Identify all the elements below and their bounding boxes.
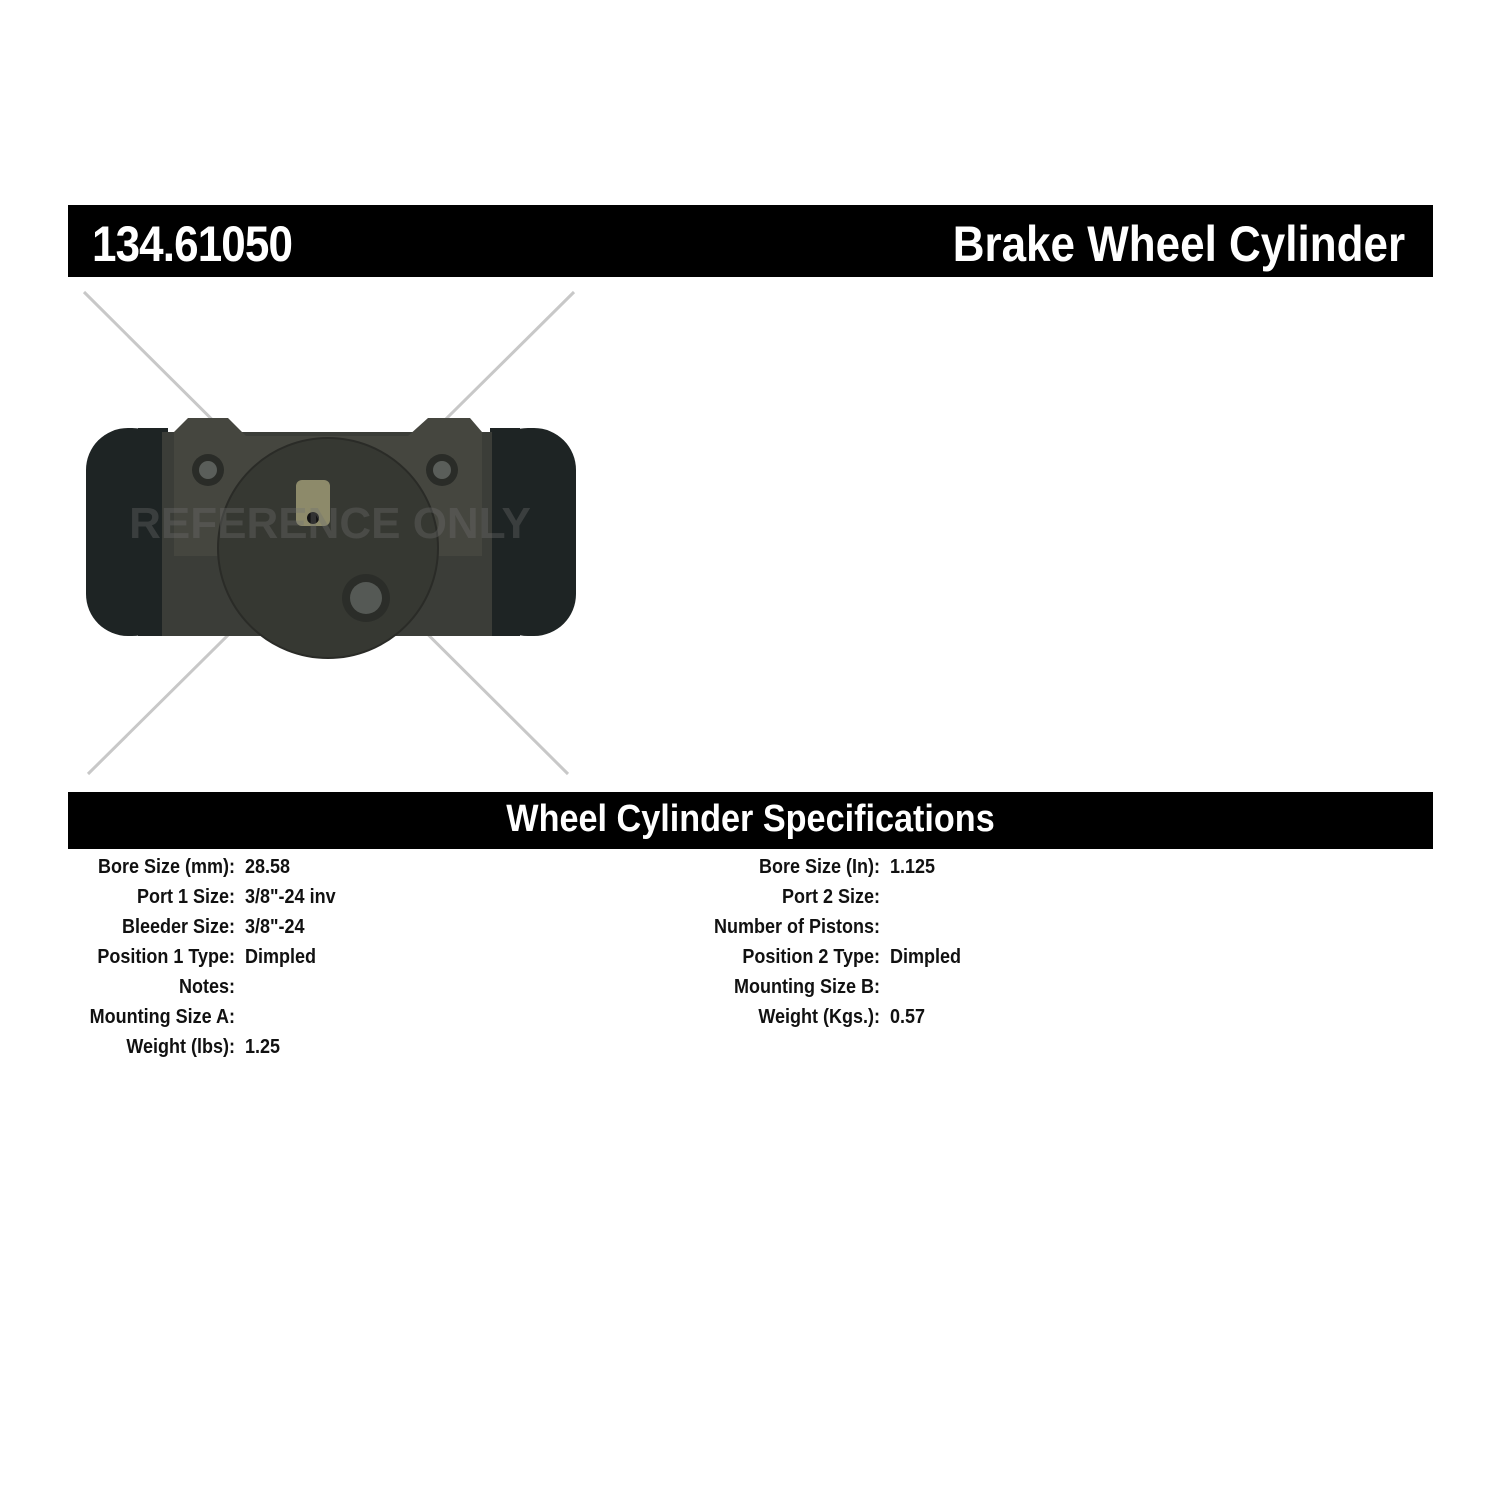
specs-title: Wheel Cylinder Specifications (506, 798, 995, 840)
spec-value: 1.125 (890, 855, 936, 878)
specs-header-bar: Wheel Cylinder Specifications (68, 792, 1433, 849)
spec-label: Position 2 Type: (742, 945, 880, 968)
spec-row-bleeder-size: Bleeder Size: 3/8"-24 (40, 912, 346, 942)
spec-row-weight-kgs: Weight (Kgs.): 0.57 (640, 1002, 969, 1032)
spec-label: Weight (lbs): (126, 1035, 235, 1058)
spec-value: 3/8"-24 (245, 915, 305, 938)
spec-row-port-2-size: Port 2 Size: (640, 882, 969, 912)
wheel-cylinder-illustration: REFERENCE ONLY (82, 290, 576, 776)
spec-label: Weight (Kgs.): (758, 1005, 880, 1028)
spec-label: Mounting Size B: (734, 975, 880, 998)
product-name: Brake Wheel Cylinder (952, 216, 1405, 272)
spec-row-position-1-type: Position 1 Type: Dimpled (40, 942, 346, 972)
specs-right-column: Bore Size (In): 1.125 Port 2 Size: Number… (640, 852, 969, 1032)
title-bar: 134.61050 Brake Wheel Cylinder (68, 205, 1433, 277)
spec-label: Port 1 Size: (136, 885, 235, 908)
spec-label: Position 1 Type: (97, 945, 235, 968)
spec-value: 1.25 (245, 1035, 281, 1058)
spec-label: Notes: (178, 975, 235, 998)
spec-row-bore-size-in: Bore Size (In): 1.125 (640, 852, 969, 882)
spec-label: Bore Size (In): (758, 855, 880, 878)
spec-value: 28.58 (245, 855, 291, 878)
part-number: 134.61050 (92, 216, 293, 272)
spec-row-weight-lbs: Weight (lbs): 1.25 (40, 1032, 346, 1062)
specs-left-column: Bore Size (mm): 28.58 Port 1 Size: 3/8"-24… (40, 852, 346, 1062)
spec-row-port-1-size: Port 1 Size: 3/8"-24 inv (40, 882, 346, 912)
spec-row-mounting-size-b: Mounting Size B: (640, 972, 969, 1002)
spec-row-position-2-type: Position 2 Type: Dimpled (640, 942, 969, 972)
spec-label: Mounting Size A: (89, 1005, 235, 1028)
spec-label: Bleeder Size: (121, 915, 235, 938)
product-image: REFERENCE ONLY (78, 286, 583, 781)
spec-value: 3/8"-24 inv (245, 885, 336, 908)
spec-value: Dimpled (890, 945, 962, 968)
watermark-text: REFERENCE ONLY (129, 499, 531, 548)
spec-row-number-of-pistons: Number of Pistons: (640, 912, 969, 942)
spec-row-mounting-size-a: Mounting Size A: (40, 1002, 346, 1032)
spec-row-notes: Notes: (40, 972, 346, 1002)
spec-label: Port 2 Size: (781, 885, 880, 908)
spec-row-bore-size-mm: Bore Size (mm): 28.58 (40, 852, 346, 882)
spec-label: Number of Pistons: (713, 915, 880, 938)
spec-value: 0.57 (890, 1005, 926, 1028)
spec-value: Dimpled (245, 945, 317, 968)
spec-label: Bore Size (mm): (97, 855, 235, 878)
